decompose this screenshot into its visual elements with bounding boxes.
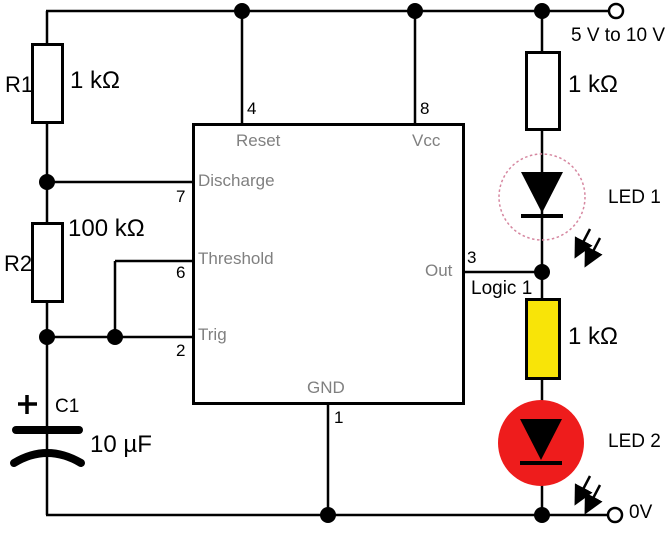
supply-voltage-label: 5 V to 10 V xyxy=(571,25,666,46)
r2-ref-label: R2 xyxy=(4,251,33,276)
pin-name-threshold: Threshold xyxy=(198,249,274,268)
pin-number-threshold: 6 xyxy=(176,263,186,282)
pin-name-gnd: GND xyxy=(307,378,345,397)
r1-ref-label: R1 xyxy=(5,72,34,97)
pin-name-reset: Reset xyxy=(236,131,281,150)
ground-label: 0V xyxy=(629,502,653,523)
junction-dot xyxy=(39,329,55,345)
led1-light-arrows xyxy=(574,228,603,268)
led1-symbol xyxy=(498,153,603,268)
resistor-r1 xyxy=(31,43,64,124)
r1-value-label: 1 kΩ xyxy=(70,67,120,94)
led1-label: LED 1 xyxy=(608,187,661,208)
pin-name-vcc: Vcc xyxy=(412,131,441,150)
pin-number-trig: 2 xyxy=(176,341,186,360)
junction-dot xyxy=(534,264,550,280)
resistor-r3 xyxy=(525,51,561,131)
led2-light-arrows xyxy=(574,475,603,515)
r2-value-label: 100 kΩ xyxy=(68,215,145,242)
capacitor-bottom-plate xyxy=(10,449,85,467)
led2-diode-triangle xyxy=(520,419,562,460)
pin-number-vcc: 8 xyxy=(420,99,430,118)
r3-value-label: 1 kΩ xyxy=(568,71,618,98)
logic-level-label: Logic 1 xyxy=(471,278,533,299)
pin-number-discharge: 7 xyxy=(176,187,186,206)
junction-dot xyxy=(407,3,423,19)
ic-555-body xyxy=(192,123,465,405)
supply-terminal xyxy=(607,2,625,20)
junction-dot xyxy=(107,329,123,345)
led2-label: LED 2 xyxy=(608,431,661,452)
capacitor-symbol xyxy=(10,395,85,467)
junction-dot xyxy=(39,174,55,190)
ground-terminal xyxy=(606,506,624,524)
pin-number-out: 3 xyxy=(467,248,477,267)
junction-dot xyxy=(534,3,550,19)
pin-name-trig: Trig xyxy=(198,325,227,344)
junction-dot xyxy=(534,507,550,523)
pin-number-reset: 4 xyxy=(247,99,257,118)
led1-diode-triangle xyxy=(521,172,563,213)
junction-dot xyxy=(234,3,250,19)
r4-value-label: 1 kΩ xyxy=(568,323,618,350)
c1-value-label: 10 µF xyxy=(90,431,152,458)
pin-number-gnd: 1 xyxy=(334,408,344,427)
resistor-r4 xyxy=(525,298,561,380)
junction-dot xyxy=(320,507,336,523)
resistor-r2 xyxy=(31,222,64,303)
led1-body-outline xyxy=(498,153,586,241)
led2-symbol xyxy=(498,400,603,515)
c1-ref-label: C1 xyxy=(55,396,80,417)
pin-name-out: Out xyxy=(425,261,453,280)
pin-name-discharge: Discharge xyxy=(198,171,275,190)
